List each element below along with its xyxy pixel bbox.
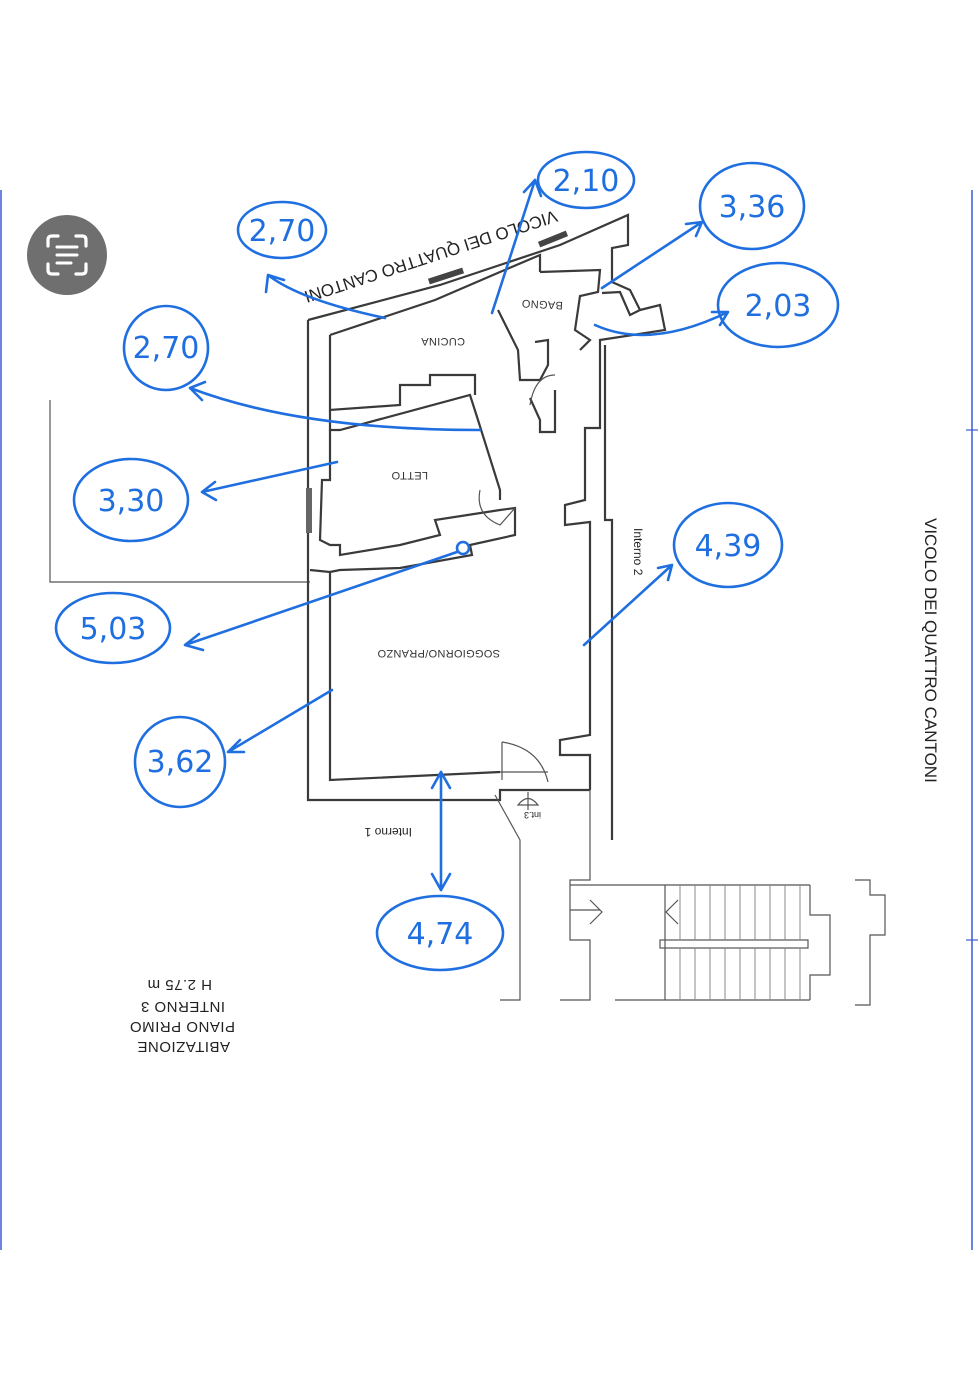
room-label-cucina: CUCINA <box>421 335 465 347</box>
measure-m3: 3,36 <box>719 190 786 225</box>
measure-m7: 4,39 <box>695 529 762 564</box>
stairwell <box>494 790 886 1006</box>
measure-m10: 4,74 <box>407 917 474 952</box>
arrow-m9 <box>226 688 334 754</box>
arrow-m5 <box>188 380 482 432</box>
circle-m1 <box>236 200 328 260</box>
title-line-2: PIANO PRIMO <box>129 1018 235 1035</box>
text-scan-button[interactable] <box>27 215 107 295</box>
arrow-m1 <box>264 273 387 320</box>
title-line-4: H 2.75 m <box>147 976 212 993</box>
label-interno-2: Interno 2 <box>631 528 645 576</box>
point-m8 <box>455 540 471 556</box>
circle-m8 <box>54 591 172 665</box>
arrow-m8 <box>183 550 459 652</box>
label-interno-1: Interno 1 <box>364 825 412 839</box>
room-label-bagno: BAGNO <box>521 297 563 311</box>
measure-m2: 2,10 <box>553 164 620 199</box>
arrow-m2 <box>490 178 543 315</box>
measure-m8: 5,03 <box>80 612 147 647</box>
measure-m9: 3,62 <box>147 745 214 780</box>
title-line-1: ABITAZIONE <box>137 1038 230 1055</box>
measure-m5: 2,70 <box>133 331 200 366</box>
title-line-3: INTERNO 3 <box>140 998 225 1015</box>
circle-m6 <box>72 457 190 543</box>
circle-m2 <box>536 150 636 210</box>
circle-m5 <box>122 304 210 392</box>
measure-m4: 2,03 <box>745 289 812 324</box>
arrow-m3 <box>600 220 704 290</box>
measure-m6: 3,30 <box>98 484 165 519</box>
circle-m9 <box>133 715 227 809</box>
room-label-letto: LETTO <box>391 469 428 481</box>
apartment-walls <box>306 213 667 840</box>
label-int-3: int.3 <box>524 810 541 820</box>
page-border <box>0 190 978 1250</box>
room-label-soggiorno: SOGGIORNO/PRANZO <box>377 647 500 659</box>
text-scan-icon <box>46 234 88 276</box>
annotations: 2,70 2,10 3,36 2,03 2,70 3,30 4,39 5,03 <box>54 150 840 972</box>
arrow-m7 <box>582 563 674 647</box>
title-block: ABITAZIONE PIANO PRIMO INTERNO 3 H 2.75 … <box>129 976 235 1055</box>
neighbor-outline <box>49 400 310 583</box>
circle-m4 <box>716 261 840 349</box>
measure-m1: 2,70 <box>249 214 316 249</box>
arrow-m6 <box>200 460 339 502</box>
circle-m7 <box>672 501 784 589</box>
arrow-m10 <box>430 770 452 892</box>
circle-m10 <box>375 894 505 972</box>
circle-m3 <box>698 161 806 251</box>
street-name-right: VICOLO DEI QUATTRO CANTONI <box>921 518 940 783</box>
